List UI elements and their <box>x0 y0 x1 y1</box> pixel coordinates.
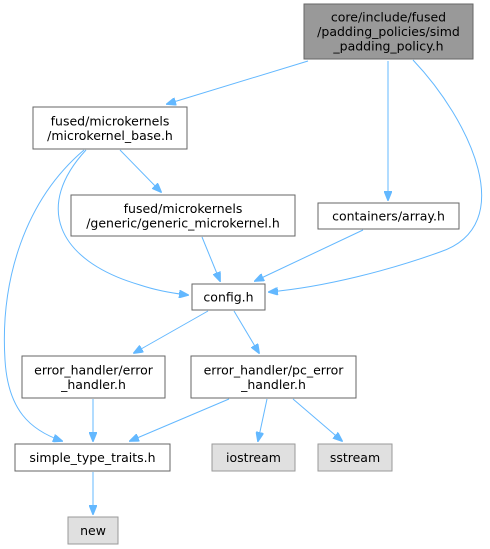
node-label-line: core/include/fused <box>331 10 446 25</box>
node-box <box>190 355 357 399</box>
edge-pc_error_handler-to-simple_type_traits <box>130 398 230 441</box>
node-label-line: error_handler/error <box>34 362 154 377</box>
node-label-line: _handler.h <box>60 377 126 392</box>
node-label-line: simple_type_traits.h <box>29 450 155 465</box>
node-label-line: /padding_policies/simd <box>317 24 460 39</box>
node-box <box>14 443 171 472</box>
node-pc_error_handler[interactable]: error_handler/pc_error_handler.h <box>190 355 357 399</box>
edge-generic_microkernel-to-config <box>201 236 220 281</box>
node-box <box>32 106 188 150</box>
node-label-line: fused/microkernels <box>124 201 243 216</box>
node-new: new <box>67 516 119 545</box>
node-label-line: _handler.h <box>240 377 306 392</box>
node-root[interactable]: core/include/fused/padding_policies/simd… <box>303 3 474 60</box>
edge-microkernel_base-to-config <box>57 149 188 295</box>
edge-microkernel_base-to-generic_microkernel <box>119 149 161 192</box>
node-label-line: error_handler/pc_error <box>204 362 345 377</box>
node-box <box>317 202 460 230</box>
node-generic_microkernel[interactable]: fused/microkernels/generic/generic_micro… <box>70 194 296 237</box>
node-label-line: /microkernel_base.h <box>47 128 173 143</box>
node-iostream: iostream <box>211 443 296 472</box>
node-error_handler[interactable]: error_handler/error_handler.h <box>21 355 166 399</box>
edges <box>3 59 483 514</box>
node-box <box>211 443 296 472</box>
node-box <box>67 516 119 545</box>
node-simple_type_traits[interactable]: simple_type_traits.h <box>14 443 171 472</box>
edge-root-to-config <box>269 59 483 292</box>
node-label-line: containers/array.h <box>332 209 445 224</box>
edge-array-to-config <box>255 229 364 281</box>
node-label-line: fused/microkernels <box>51 113 170 128</box>
node-microkernel_base[interactable]: fused/microkernels/microkernel_base.h <box>32 106 188 150</box>
edge-pc_error_handler-to-iostream <box>258 398 268 441</box>
node-box <box>191 283 266 311</box>
node-label-line: new <box>80 523 106 538</box>
node-box <box>317 443 393 472</box>
node-sstream: sstream <box>317 443 393 472</box>
node-array[interactable]: containers/array.h <box>317 202 460 230</box>
node-label-line: sstream <box>330 450 380 465</box>
edge-microkernel_base-to-simple_type_traits <box>3 149 85 441</box>
node-label-line: iostream <box>226 450 281 465</box>
edge-pc_error_handler-to-sstream <box>292 398 342 441</box>
nodes: core/include/fused/padding_policies/simd… <box>14 3 474 545</box>
node-box <box>303 3 474 60</box>
node-box <box>70 194 296 237</box>
node-label-line: _padding_policy.h <box>332 39 443 54</box>
edge-config-to-pc_error_handler <box>233 310 259 353</box>
edge-root-to-microkernel_base <box>167 60 309 104</box>
node-label-line: /generic/generic_microkernel.h <box>86 215 280 230</box>
node-label-line: config.h <box>203 290 253 305</box>
node-box <box>21 355 166 399</box>
node-config[interactable]: config.h <box>191 283 266 311</box>
edge-config-to-error_handler <box>134 310 209 353</box>
